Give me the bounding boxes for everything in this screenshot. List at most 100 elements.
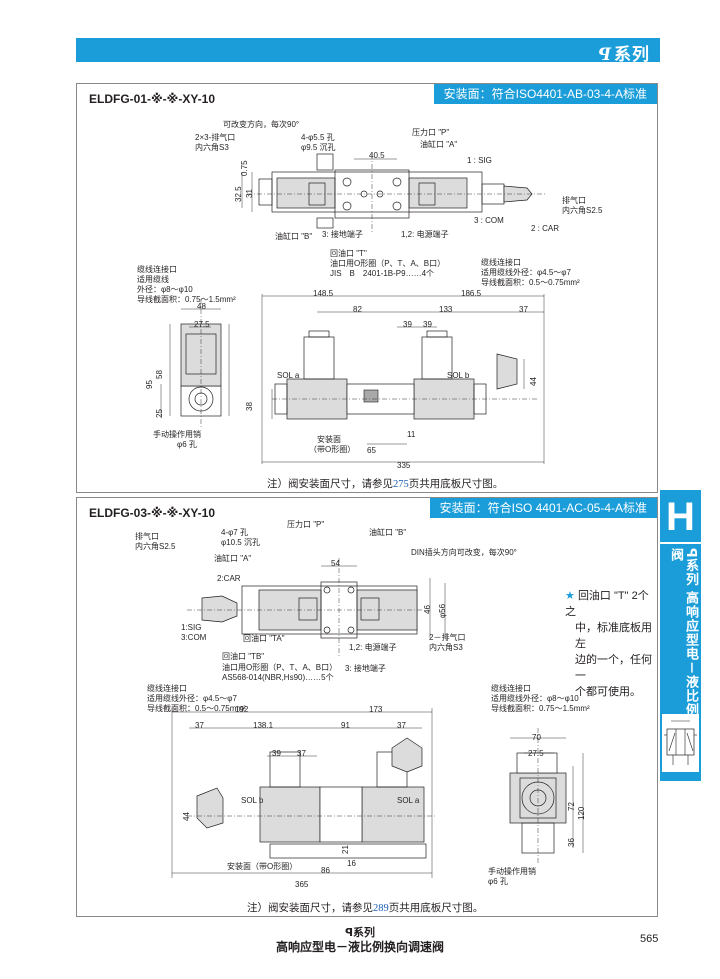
p1-dim-31: 31 (245, 189, 254, 198)
p2-dim-39: 39 (272, 749, 281, 758)
p2-dim-44: 44 (182, 812, 191, 821)
p2-dim-46: 46 (423, 605, 432, 614)
p1-dim-11: 11 (407, 430, 416, 439)
valve-symbol-icon (662, 714, 699, 772)
p2-dim-365: 365 (295, 880, 309, 889)
panel2-front-view (171, 708, 437, 878)
p2-solb-label: SOL b (241, 796, 264, 805)
p2-dim-54: 54 (331, 559, 340, 568)
p2-hex2-label: 内六角S3 (429, 643, 463, 652)
p2-dim-70: 70 (532, 733, 541, 742)
p2-ground-label: 3: 接地端子 (345, 664, 386, 673)
p1-counterbore-label: φ9.5 沉孔 (301, 143, 336, 152)
p1-dim-95: 95 (145, 380, 154, 389)
p1-footnote-page-link[interactable]: 275 (393, 479, 409, 490)
p2-hex-label: 内六角S2.5 (135, 542, 176, 551)
p2-cable-right-2: 导线截面积：0.75～1.5mm² (491, 704, 590, 713)
panel-eldfg-03: ELDFG-03-※-※-XY-10 安装面：符合ISO 4401-AC-05-… (76, 497, 658, 917)
panel2-top-view (187, 558, 446, 658)
p2-dim-16: 16 (347, 859, 356, 868)
p2-mountface-label: 安装面（带O形圈） (227, 862, 298, 871)
panel2-mount-standard: 安装面：符合ISO 4401-AC-05-4-A标准 (429, 498, 657, 518)
p2-manual-pin-label: 手动操作用销 (488, 867, 536, 876)
p1-oring1-label: 油口用O形圈（P、T、A、B口） (330, 259, 446, 268)
p2-dim-91: 91 (341, 721, 350, 730)
p2-dim-275: 27.5 (528, 749, 544, 758)
p1-manual-hole-label: φ6 孔 (177, 440, 197, 449)
p2-aport-label: 油缸口 "A" (214, 554, 252, 563)
p2-footnote-text: 注）阀安装面尺寸，请参见 (247, 903, 373, 914)
p1-cable-right-title: 缆线连接口 (481, 258, 521, 267)
p1-pport-label: 压力口 "P" (412, 128, 450, 137)
p2-cable-right-1: 适用缆线外径：φ8～φ10 (491, 694, 579, 703)
p2-footnote-end: 页共用底板尺寸图。 (388, 903, 484, 914)
p2-footnote-page-link[interactable]: 289 (373, 903, 389, 914)
p2-dim-56: φ56 (438, 603, 447, 618)
p1-footnote-text: 注）阀安装面尺寸，请参见 (267, 479, 393, 490)
p2-dim-1381: 138.1 (253, 721, 274, 730)
p2-counterbore-label: φ10.5 沉孔 (221, 538, 260, 547)
p2-holes-label: 4-φ7 孔 (221, 528, 248, 537)
p1-hex-label: 内六角S3 (195, 143, 229, 152)
star-note-line-3: 边的一个，任何一 (575, 654, 652, 682)
p1-cable-left-1: 适用缆线 (137, 275, 169, 284)
p2-pport-label: 压力口 "P" (287, 520, 325, 529)
p2-sig-label: 1:SIG (181, 623, 202, 632)
panel1-side-view (160, 299, 230, 429)
p1-ground-label: 3: 接地端子 (322, 230, 363, 239)
p1-dim-37: 37 (519, 305, 528, 314)
panel2-drawing (171, 558, 584, 878)
header-series-label: 系列 (614, 45, 650, 64)
p2-dim-72: 72 (567, 802, 576, 811)
star-icon: ★ (565, 590, 575, 602)
p1-dim-25: 25 (155, 409, 164, 418)
p2-exhaust-label: 排气口 (135, 532, 159, 541)
p1-rotate-label: 可改变方向，每次90° (223, 120, 300, 129)
p1-cable-left-3: 导线截面积：0.75～1.5mm² (137, 295, 236, 304)
p2-ta-label: 回油口 "TA" (243, 634, 285, 643)
p2-dim-21: 21 (341, 845, 350, 854)
p2-bleed-label: 2－排气口 (429, 633, 466, 642)
p1-tport-label: 回油口 "T" (330, 249, 367, 258)
panel1-model-title: ELDFG-01-※-※-XY-10 (89, 92, 216, 106)
p2-dim-36: 36 (567, 838, 576, 847)
valve-symbol-graphic (664, 720, 697, 765)
panel2-model-title: ELDFG-03-※-※-XY-10 (89, 506, 216, 520)
p1-dim-39a: 39 (403, 320, 412, 329)
p2-footnote: 注）阀安装面尺寸，请参见289页共用底板尺寸图。 (247, 900, 483, 915)
p1-dim-39b: 39 (423, 320, 432, 329)
p1-oring2-label: JIS B 2401-1B-P9……4个 (330, 269, 435, 278)
p1-car-label: 2 : CAR (531, 224, 560, 233)
p2-cable-left-2: 导线截面积：0.5～0.75mm² (147, 704, 246, 713)
p2-tb-label: 回油口 "TB" (222, 652, 265, 661)
p1-sig-label: 1 : SIG (467, 156, 492, 165)
panel1-front-view (261, 294, 545, 464)
p1-hex2-label: 内六角S2.5 (562, 206, 603, 215)
p1-sola-label: SOL a (277, 371, 300, 380)
star-note-line-2: 中，标准底板用左 (575, 622, 652, 650)
p1-dim-275: 27.5 (194, 320, 210, 329)
p2-dim-86: 86 (321, 866, 330, 875)
p2-cable-left-1: 适用缆线外径：φ4.5～φ7 (147, 694, 237, 703)
p2-cable-left-title: 缆线连接口 (147, 684, 187, 693)
p1-dim-58: 58 (155, 370, 164, 379)
p2-oring1-label: 油口用O形圈（P、T、A、B口） (222, 663, 338, 672)
p1-dim-1485: 148.5 (313, 289, 334, 298)
p1-dim-405: 40.5 (369, 151, 385, 160)
p1-aport-label: 油缸口 "A" (420, 140, 458, 149)
footer-title: 高响应型电－液比例换向调速阀 (275, 940, 444, 954)
section-side-tab[interactable]: H ꟼ系列 高响应型电－液比例换向调速阀 (660, 490, 701, 781)
return-port-star-note: ★ 回油口 "T" 2个之 中，标准底板用左 边的一个，任何一 个都可使用。 (565, 588, 655, 700)
p1-dim-1865: 186.5 (461, 289, 482, 298)
p1-bleed-label: 2×3-排气口 (195, 133, 236, 142)
p1-dim-133: 133 (439, 305, 453, 314)
p1-oringface-label: （带O形圈） (309, 445, 356, 454)
p1-solb-label: SOL b (447, 371, 470, 380)
p1-dim-38: 38 (245, 402, 254, 411)
panel1-drawing (160, 153, 547, 464)
p1-cable-right-1: 适用缆线外径：φ4.5～φ7 (481, 268, 571, 277)
p2-dim-173: 173 (369, 705, 383, 714)
p1-com-label: 3 : COM (474, 216, 504, 225)
p1-power-label: 1,2: 电源端子 (401, 230, 449, 239)
